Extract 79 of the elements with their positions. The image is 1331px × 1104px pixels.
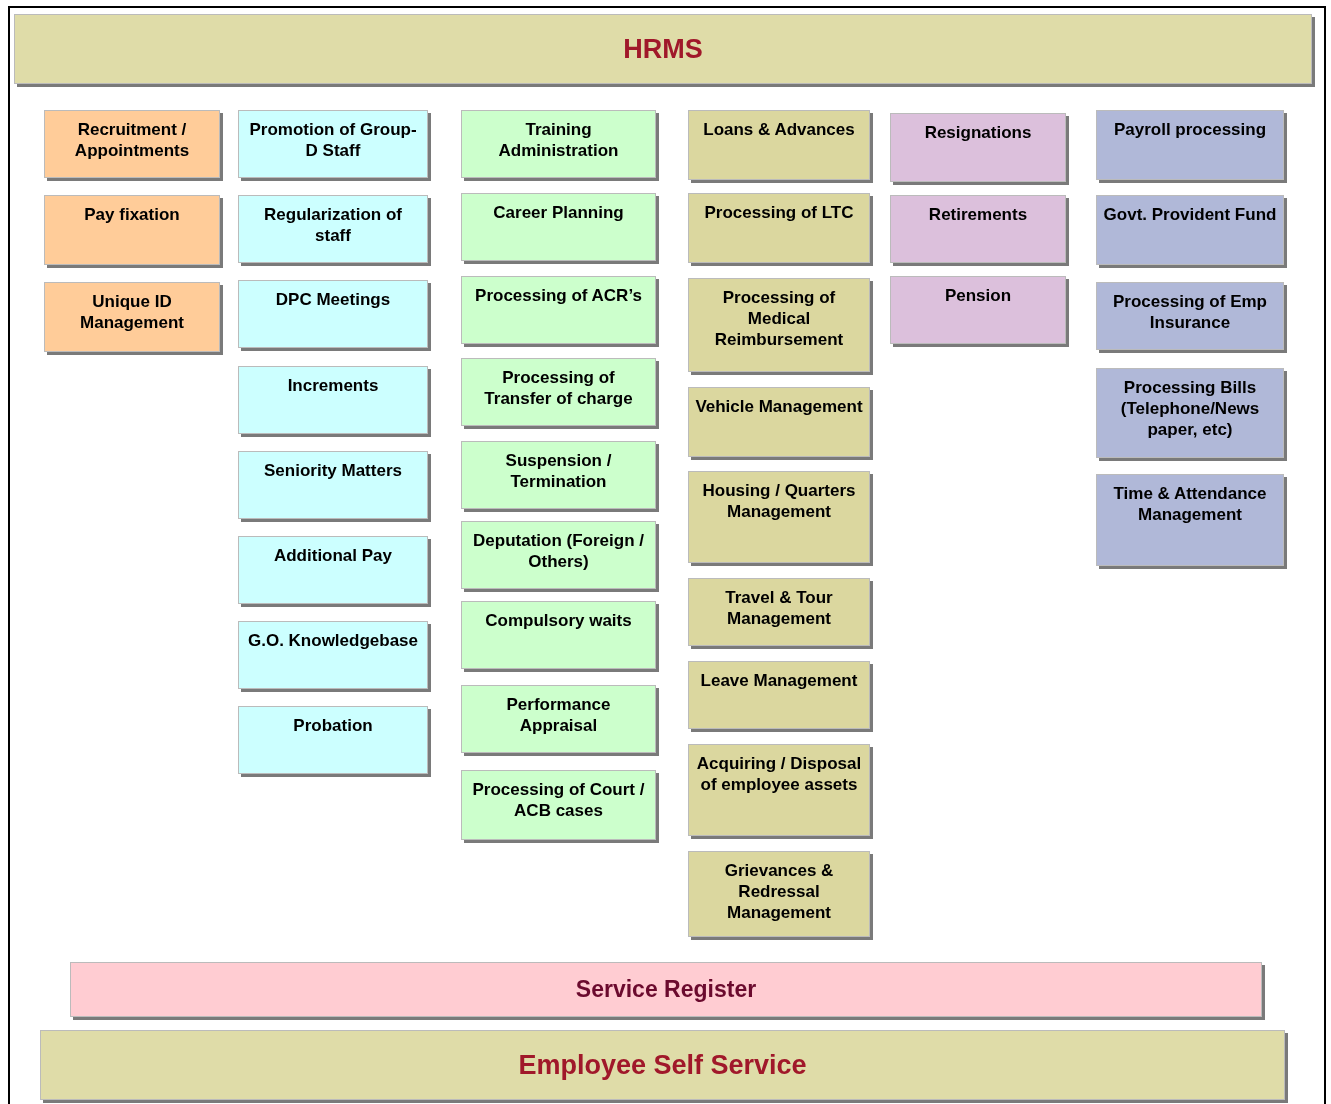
module-label: Time & Attendance Management — [1112, 483, 1268, 525]
module-label: Retirements — [927, 204, 1029, 225]
module-box — [238, 280, 428, 348]
module-label: G.O. Knowledgebase — [246, 630, 419, 651]
module-label: Processing of Court / ACB cases — [471, 779, 646, 821]
module-label: Training Administration — [497, 119, 620, 161]
module-box — [1096, 282, 1284, 350]
module-box — [461, 276, 656, 344]
module-box — [461, 521, 656, 589]
module-label: Processing Bills (Telephone/News paper, etc) — [1119, 377, 1261, 440]
module-label: Processing of LTC — [703, 202, 855, 223]
module-label: Recruitment / Appointments — [73, 119, 191, 161]
module-label: Probation — [292, 715, 374, 736]
module-box — [890, 195, 1066, 263]
module-box — [688, 578, 870, 646]
module-box — [688, 193, 870, 263]
module-label: Acquiring / Disposal of employee assets — [695, 753, 863, 795]
module-box — [461, 110, 656, 178]
module-box — [238, 706, 428, 774]
module-label: Resignations — [923, 122, 1033, 143]
module-label: Grievances & Redressal Management — [723, 860, 835, 923]
module-box — [44, 110, 220, 178]
module-label: Career Planning — [492, 202, 625, 223]
module-label: Processing of ACR’s — [474, 285, 643, 306]
module-label: Processing of Emp Insurance — [1112, 291, 1268, 333]
module-label: Performance Appraisal — [505, 694, 612, 736]
module-box — [461, 770, 656, 840]
module-label: Regularization of staff — [263, 204, 403, 246]
module-label: Processing of Medical Reimbursement — [713, 287, 845, 350]
module-label: Suspension / Termination — [504, 450, 613, 492]
module-label: Travel & Tour Management — [724, 587, 834, 629]
module-box — [238, 621, 428, 689]
module-label: Pay fixation — [83, 204, 181, 225]
module-box — [1096, 368, 1284, 458]
module-box — [890, 113, 1066, 182]
module-box — [1096, 474, 1284, 566]
module-box — [688, 471, 870, 563]
module-box — [890, 276, 1066, 344]
module-label: Leave Management — [699, 670, 859, 691]
self-service-band — [40, 1030, 1285, 1100]
module-box — [238, 536, 428, 604]
module-box — [461, 685, 656, 753]
module-label: Increments — [286, 375, 380, 396]
module-box — [461, 358, 656, 426]
module-box — [688, 744, 870, 836]
module-label: Loans & Advances — [702, 119, 856, 140]
module-box — [1096, 195, 1284, 265]
module-label: Compulsory waits — [484, 610, 633, 631]
module-label: DPC Meetings — [274, 289, 392, 310]
service-register-band — [70, 962, 1262, 1017]
module-label: Unique ID Management — [79, 291, 185, 333]
module-box — [238, 366, 428, 434]
module-label: Vehicle Management — [694, 396, 864, 417]
module-box — [688, 278, 870, 372]
module-box — [461, 601, 656, 669]
module-box — [238, 195, 428, 263]
module-label: Promotion of Group-D Staff — [248, 119, 418, 161]
title-band — [14, 14, 1312, 84]
module-label: Service Register — [574, 979, 758, 1000]
module-box — [461, 441, 656, 509]
module-label: Processing of Transfer of charge — [483, 367, 634, 409]
module-box — [238, 110, 428, 178]
module-box — [461, 193, 656, 261]
module-label: Payroll processing — [1112, 119, 1268, 140]
module-label: Additional Pay — [272, 545, 394, 566]
module-box — [688, 387, 870, 457]
module-box — [44, 282, 220, 352]
module-label: Deputation (Foreign / Others) — [472, 530, 645, 572]
module-label: Pension — [943, 285, 1013, 306]
module-box — [688, 851, 870, 937]
module-box — [688, 110, 870, 180]
module-label: Seniority Matters — [263, 460, 403, 481]
module-box — [238, 451, 428, 519]
module-box — [688, 661, 870, 729]
heading: HRMS — [622, 38, 704, 60]
module-label: Govt. Provident Fund — [1102, 204, 1278, 225]
module-box — [44, 195, 220, 265]
module-label: Housing / Quarters Management — [701, 480, 857, 522]
module-box — [1096, 110, 1284, 180]
